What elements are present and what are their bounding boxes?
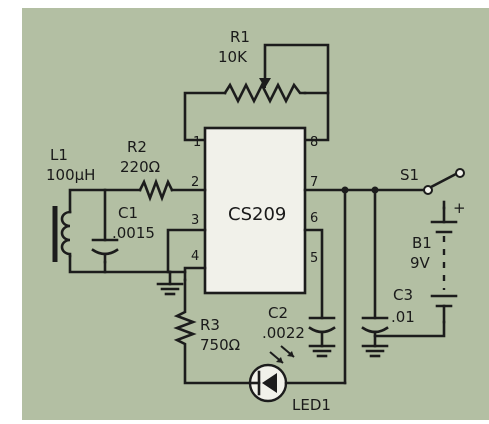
r1-ref-label: R1: [230, 28, 250, 46]
r3-value-label: 750Ω: [200, 336, 240, 354]
r3-ref-label: R3: [200, 316, 220, 334]
pin-1-label: 1: [193, 135, 201, 150]
led1-ref-label: LED1: [292, 396, 331, 414]
supply-wiring: [303, 186, 427, 385]
b1-plus-label: +: [453, 199, 466, 217]
pin-4-label: 4: [191, 249, 199, 264]
input-wiring: [68, 188, 207, 282]
r3-resistor: R3 750Ω: [173, 278, 252, 385]
ground-symbol-input: [156, 270, 184, 296]
b1-battery: + B1 9V: [410, 199, 466, 324]
page-margin: [0, 0, 22, 420]
l1-ref-label: L1: [50, 146, 68, 164]
c1-value-label: .0015: [112, 224, 155, 242]
r1-wiring: [183, 43, 330, 142]
c3-ref-label: C3: [393, 286, 413, 304]
r2-value-label: 220Ω: [120, 158, 160, 176]
l1-value-label: 100μH: [46, 166, 95, 184]
b1-value-label: 9V: [410, 254, 431, 272]
s1-ref-label: S1: [400, 166, 419, 184]
pin-6-label: 6: [310, 211, 318, 226]
pin-8-label: 8: [310, 135, 318, 150]
pin-3-label: 3: [191, 213, 199, 228]
r2-ref-label: R2: [127, 138, 147, 156]
r1-value-label: 10K: [218, 48, 248, 66]
ic-pin-numbers: 1 2 3 4 5 6 7 8: [191, 135, 318, 266]
c2-capacitor: C2 .0022: [262, 228, 336, 358]
s1-switch: S1: [400, 166, 465, 195]
c2-value-label: .0022: [262, 324, 305, 342]
c1-ref-label: C1: [118, 204, 138, 222]
c1-capacitor: C1 .0015: [91, 204, 155, 264]
c3-value-label: .01: [391, 308, 415, 326]
pin-5-label: 5: [310, 251, 318, 266]
r1-resistor: R1 10K: [218, 28, 307, 104]
led1-diode: LED1: [248, 345, 347, 414]
pin-2-label: 2: [191, 175, 199, 190]
b1-ref-label: B1: [412, 234, 432, 252]
pin-7-label: 7: [310, 175, 318, 190]
ic-cs209: CS209: [203, 126, 307, 295]
c3-capacitor: C3 .01: [361, 286, 415, 358]
c2-ref-label: C2: [268, 304, 288, 322]
ground-return-wiring: [373, 320, 446, 338]
l1-inductor: L1 100μH: [46, 146, 95, 262]
r2-resistor: R2 220Ω: [120, 138, 174, 202]
ic-label: CS209: [228, 204, 286, 225]
